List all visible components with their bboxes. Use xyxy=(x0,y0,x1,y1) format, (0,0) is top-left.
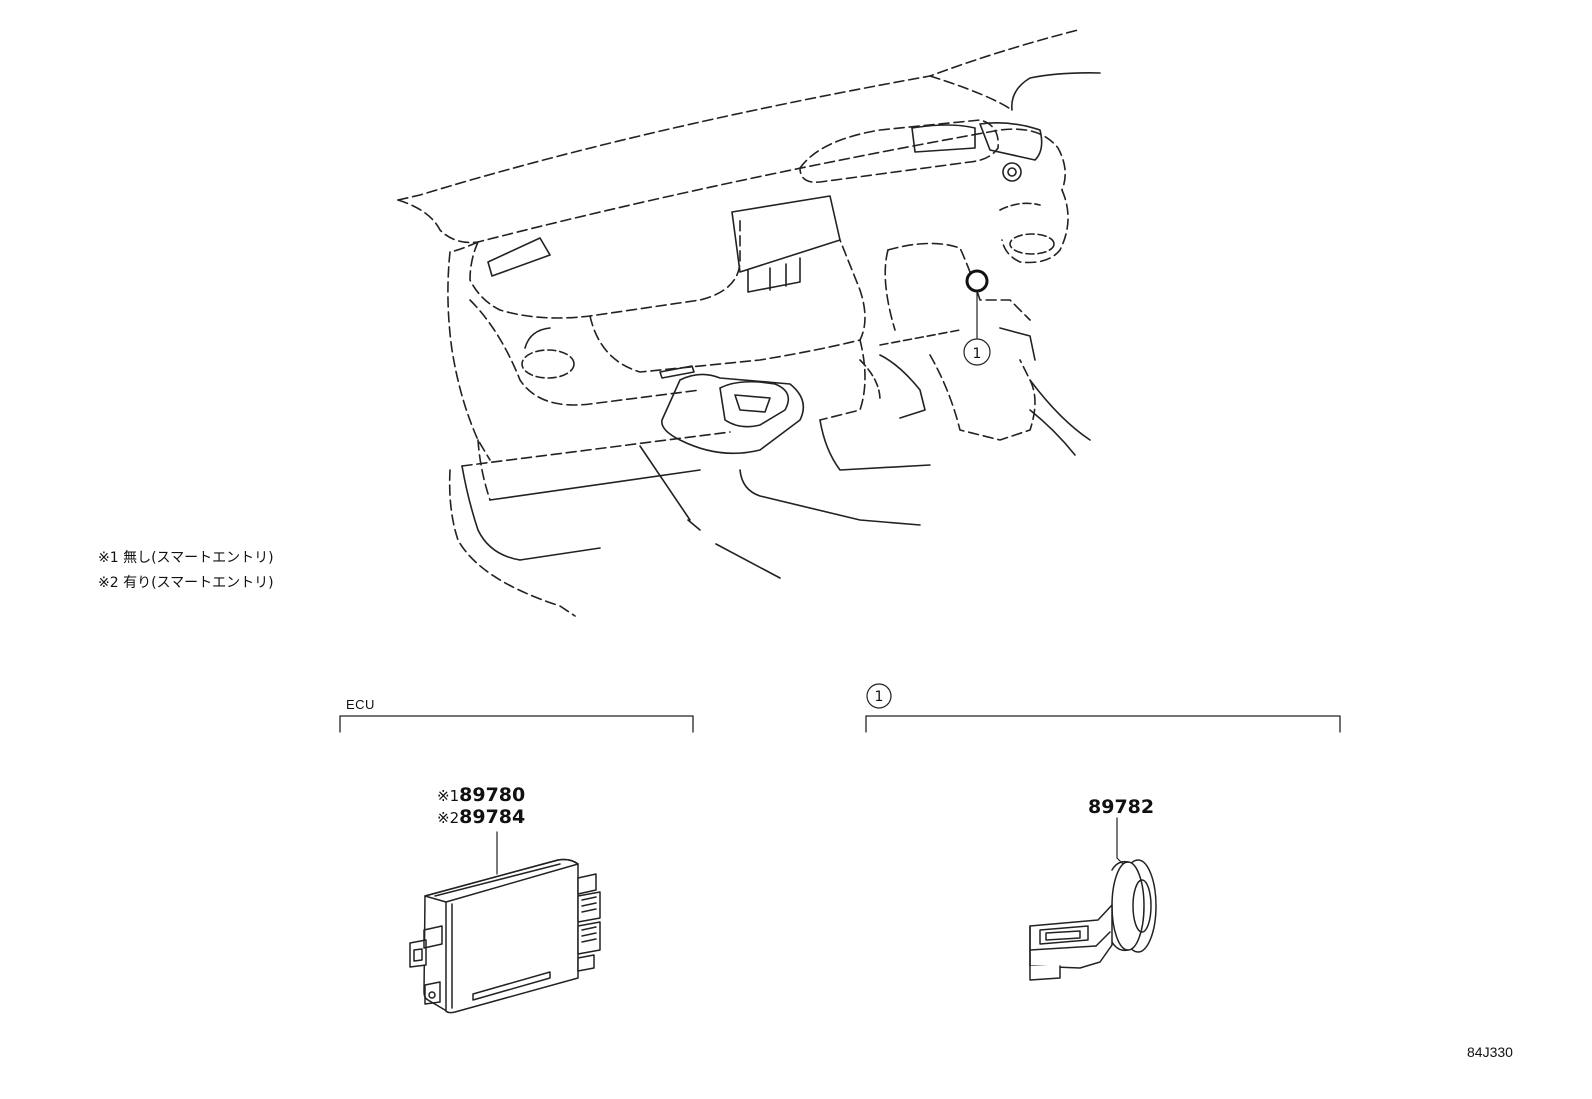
ecu-group-label: ECU xyxy=(346,697,375,712)
callout-circle-group xyxy=(866,683,892,709)
callout-number-position: 1 xyxy=(973,346,982,362)
sensor-group-bracket xyxy=(865,715,1341,733)
sensor-position-marker xyxy=(965,269,989,293)
callout-number-group: 1 xyxy=(875,689,884,705)
sensor-illustration xyxy=(1029,859,1157,981)
ecu-part-number-1: ※189780 xyxy=(437,785,525,806)
diagram-id: 84J330 xyxy=(1467,1044,1513,1060)
callout-circle-position xyxy=(963,338,991,366)
note-without-smart-entry: ※1 無し(スマートエントリ) xyxy=(98,550,274,566)
ecu-part-value-1: 89780 xyxy=(459,784,526,806)
ecu-module-illustration xyxy=(409,858,601,1014)
note-with-smart-entry: ※2 有り(スマートエントリ) xyxy=(98,575,274,591)
ecu-group-bracket xyxy=(339,715,694,733)
ecu-part-number-2: ※289784 xyxy=(437,807,525,828)
dashboard-illustration xyxy=(397,29,1101,617)
sensor-part-number: 89782 xyxy=(1088,796,1155,818)
sensor-leader-line xyxy=(1116,817,1126,867)
ecu-part-mark-1: ※1 xyxy=(437,787,460,805)
ecu-part-value-2: 89784 xyxy=(459,806,526,828)
ecu-part-mark-2: ※2 xyxy=(437,809,460,827)
